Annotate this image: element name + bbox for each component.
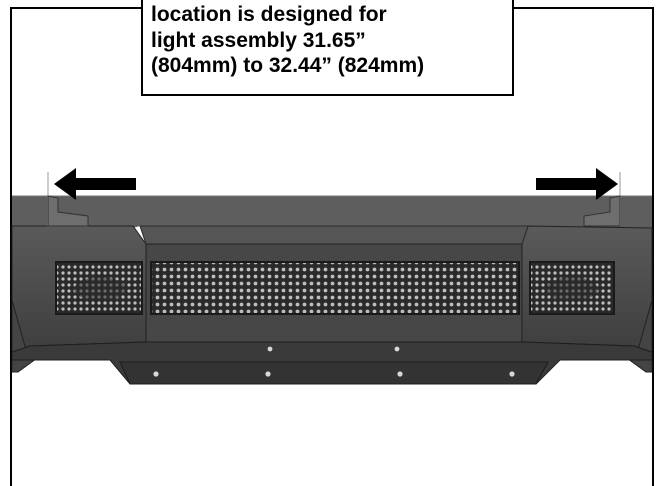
right-mount-tab: [583, 172, 621, 227]
left-mount-tab: [47, 172, 89, 227]
callout-box: location is designed for light assembly …: [141, 0, 514, 96]
skid-bolts: [153, 346, 515, 377]
callout-line-2: light assembly 31.65”: [151, 28, 366, 52]
callout-line-3: (804mm) to 32.44” (824mm): [151, 54, 425, 77]
arrow-left-icon: [54, 168, 136, 200]
callout-line-1: location is designed for: [151, 3, 387, 26]
center-mesh-grille: [150, 261, 520, 315]
bumper-center-face: [139, 225, 529, 245]
arrow-right-icon: [536, 168, 618, 200]
bumper-top-surface: [12, 196, 652, 228]
